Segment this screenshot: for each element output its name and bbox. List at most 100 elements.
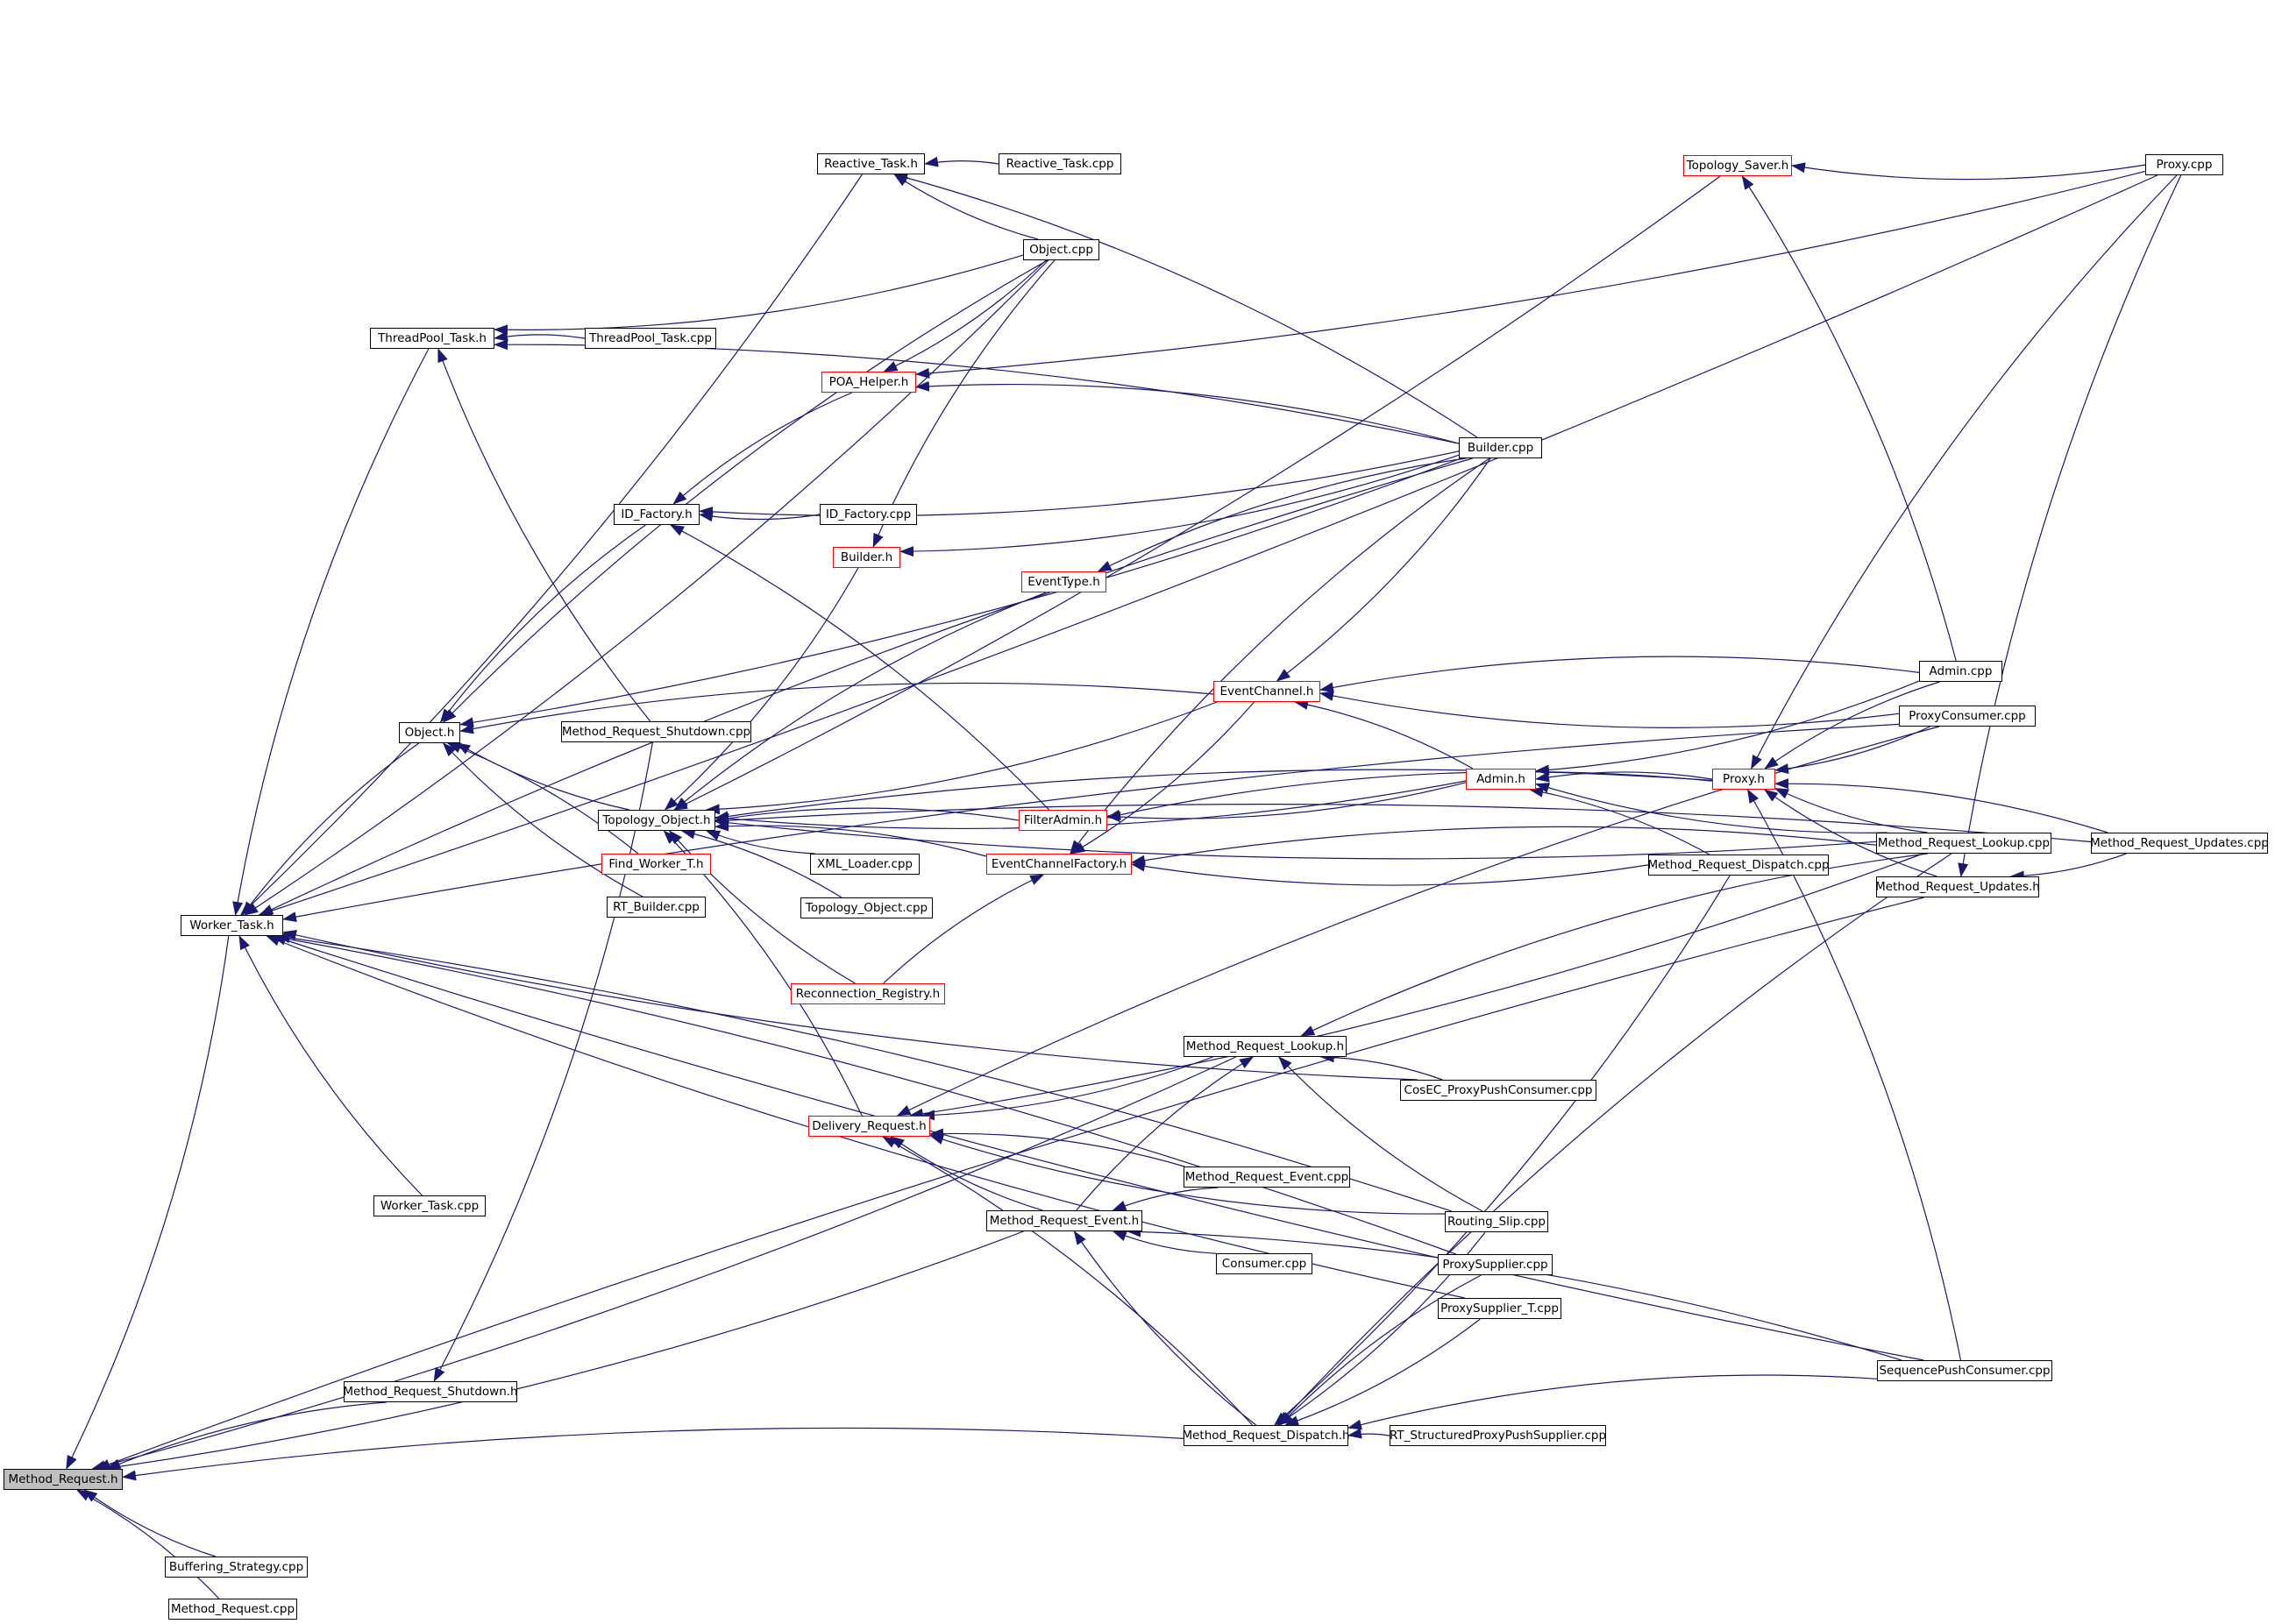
file-node-label: Object.h bbox=[404, 726, 455, 740]
file-node-proxy-cpp[interactable]: Proxy.cpp bbox=[2145, 154, 2223, 175]
include-edge-builder_cpp-to-eventchannelfactory_h bbox=[1070, 457, 1490, 855]
include-edge-method_request_updates_h-to-proxy_h bbox=[1763, 789, 1937, 877]
file-node-topology-object-cpp[interactable]: Topology_Object.cpp bbox=[800, 897, 933, 918]
include-edge-admin_cpp-to-topology_saver_h bbox=[1741, 175, 1957, 662]
file-node-label: ProxySupplier_T.cpp bbox=[1440, 1301, 1559, 1316]
file-node-method-request-dispatch-cpp[interactable]: Method_Request_Dispatch.cpp bbox=[1647, 855, 1830, 876]
file-node-method-request-event-h[interactable]: Method_Request_Event.h bbox=[986, 1210, 1142, 1231]
file-node-builder-h[interactable]: Builder.h bbox=[833, 547, 900, 568]
file-node-method-request-shutdown-h[interactable]: Method_Request_Shutdown.h bbox=[343, 1381, 518, 1402]
include-edge-builder_cpp-to-reactive_task_h bbox=[893, 173, 1478, 438]
include-edge-object_cpp-to-threadpool_task_h bbox=[494, 254, 1024, 336]
file-node-method-request-h[interactable]: Method_Request.h bbox=[4, 1469, 123, 1490]
include-edge-method_request_updates_h-to-method_request_h bbox=[96, 897, 1924, 1470]
file-node-label: Method_Request.cpp bbox=[170, 1602, 295, 1616]
include-edge-method_request_lookup_h-to-method_request_h bbox=[91, 1056, 1236, 1471]
include-edge-builder_cpp-to-eventtype_h bbox=[1097, 457, 1467, 572]
include-edge-method_request_event_cpp-to-method_request_event_h bbox=[1112, 1187, 1219, 1211]
include-edge-proxy_h-to-filteradmin_h bbox=[1106, 770, 1713, 820]
file-node-eventtype-h[interactable]: EventType.h bbox=[1021, 571, 1106, 592]
file-node-builder-cpp[interactable]: Builder.cpp bbox=[1459, 437, 1542, 458]
file-node-label: Method_Request_Lookup.cpp bbox=[1877, 836, 2051, 850]
include-edge-builder_h-to-topology_object_h bbox=[664, 567, 859, 811]
include-edge-topology_saver_h-to-topology_object_h bbox=[672, 175, 1721, 811]
file-node-object-h[interactable]: Object.h bbox=[399, 722, 460, 743]
include-edge-poa_helper_h-to-id_factory_h bbox=[672, 392, 853, 505]
file-node-buffering-strategy-cpp[interactable]: Buffering_Strategy.cpp bbox=[165, 1557, 308, 1578]
include-edge-proxy_cpp-to-poa_helper_h bbox=[915, 170, 2146, 379]
file-node-label: POA_Helper.h bbox=[828, 375, 909, 389]
file-node-cosec-proxypushconsumer-cpp[interactable]: CosEC_ProxyPushConsumer.cpp bbox=[1400, 1080, 1596, 1101]
file-node-label: Builder.cpp bbox=[1467, 441, 1534, 455]
include-edge-proxyconsumer_cpp-to-proxy_h bbox=[1774, 726, 1930, 775]
file-node-reactive-task-h[interactable]: Reactive_Task.h bbox=[817, 153, 925, 174]
file-node-worker-task-cpp[interactable]: Worker_Task.cpp bbox=[373, 1195, 486, 1216]
file-node-method-request-shutdown-cpp[interactable]: Method_Request_Shutdown.cpp bbox=[561, 721, 751, 742]
file-node-method-request-updates-h[interactable]: Method_Request_Updates.h bbox=[1875, 876, 2040, 897]
file-node-admin-h[interactable]: Admin.h bbox=[1466, 769, 1536, 790]
include-edge-sequencepushconsumer_cpp-to-worker_task_h bbox=[272, 934, 1924, 1361]
include-edge-eventchannel_h-to-topology_object_h bbox=[705, 701, 1218, 815]
file-node-label: CosEC_ProxyPushConsumer.cpp bbox=[1404, 1083, 1593, 1097]
file-node-routing-slip-cpp[interactable]: Routing_Slip.cpp bbox=[1445, 1211, 1548, 1232]
include-edge-sequencepushconsumer_cpp-to-method_request_event_h bbox=[1127, 1226, 1902, 1361]
file-node-label: Worker_Task.h bbox=[189, 918, 274, 933]
include-edge-eventchannel_h-to-object_h bbox=[459, 682, 1214, 734]
include-edge-method_request_dispatch_cpp-to-admin_h bbox=[1529, 786, 1710, 855]
file-node-label: Method_Request_Shutdown.h bbox=[343, 1385, 518, 1399]
file-node-eventchannel-h[interactable]: EventChannel.h bbox=[1213, 681, 1320, 702]
file-node-delivery-request-h[interactable]: Delivery_Request.h bbox=[808, 1116, 930, 1137]
file-node-topology-saver-h[interactable]: Topology_Saver.h bbox=[1683, 155, 1792, 176]
include-edge-proxyconsumer_cpp-to-eventchannel_h bbox=[1319, 691, 1900, 728]
file-node-reconnection-registry-h[interactable]: Reconnection_Registry.h bbox=[791, 983, 945, 1004]
file-node-method-request-updates-cpp[interactable]: Method_Request_Updates.cpp bbox=[2090, 833, 2269, 854]
file-node-rt-builder-cpp[interactable]: RT_Builder.cpp bbox=[607, 897, 706, 918]
file-node-label: Proxy.h bbox=[1723, 772, 1765, 786]
include-edge-id_factory_h-to-object_h bbox=[439, 524, 646, 723]
include-edge-proxysupplier_cpp-to-worker_task_h bbox=[270, 933, 1457, 1255]
file-node-proxy-h[interactable]: Proxy.h bbox=[1712, 769, 1775, 790]
file-node-rt-structuredproxypushsupplier-cpp[interactable]: RT_StructuredProxyPushSupplier.cpp bbox=[1390, 1425, 1606, 1446]
file-node-id-factory-cpp[interactable]: ID_Factory.cpp bbox=[820, 504, 917, 525]
file-node-proxysupplier-cpp[interactable]: ProxySupplier.cpp bbox=[1438, 1254, 1553, 1275]
file-node-eventchannelfactory-h[interactable]: EventChannelFactory.h bbox=[986, 854, 1132, 875]
file-node-label: EventChannel.h bbox=[1219, 684, 1314, 699]
file-node-sequencepushconsumer-cpp[interactable]: SequencePushConsumer.cpp bbox=[1877, 1360, 2052, 1381]
file-node-label: Method_Request_Updates.h bbox=[1875, 880, 2040, 894]
file-node-label: Topology_Object.cpp bbox=[805, 901, 928, 915]
file-node-label: Reactive_Task.cpp bbox=[1006, 157, 1114, 171]
include-edge-worker_task_h-to-method_request_h bbox=[66, 935, 230, 1470]
file-node-threadpool-task-cpp[interactable]: ThreadPool_Task.cpp bbox=[585, 328, 716, 349]
file-node-method-request-event-cpp[interactable]: Method_Request_Event.cpp bbox=[1184, 1167, 1350, 1188]
file-node-poa-helper-h[interactable]: POA_Helper.h bbox=[821, 372, 916, 393]
include-edge-proxyconsumer_cpp-to-worker_task_h bbox=[282, 723, 1900, 923]
file-node-proxysupplier-t-cpp[interactable]: ProxySupplier_T.cpp bbox=[1438, 1298, 1561, 1319]
file-node-consumer-cpp[interactable]: Consumer.cpp bbox=[1216, 1253, 1312, 1274]
file-node-method-request-lookup-h[interactable]: Method_Request_Lookup.h bbox=[1184, 1036, 1347, 1057]
file-node-label: ThreadPool_Task.cpp bbox=[589, 331, 712, 345]
file-node-method-request-dispatch-h[interactable]: Method_Request_Dispatch.h bbox=[1182, 1425, 1350, 1446]
file-node-id-factory-h[interactable]: ID_Factory.h bbox=[614, 504, 700, 525]
file-node-xml-loader-cpp[interactable]: XML_Loader.cpp bbox=[810, 854, 920, 875]
include-edge-eventchannel_h-to-eventchannelfactory_h bbox=[1070, 701, 1255, 855]
file-node-object-cpp[interactable]: Object.cpp bbox=[1023, 239, 1099, 260]
file-node-worker-task-h[interactable]: Worker_Task.h bbox=[181, 915, 283, 936]
file-node-find-worker-t-h[interactable]: Find_Worker_T.h bbox=[601, 854, 711, 875]
include-edge-cosec_proxypushconsumer_cpp-to-worker_task_h bbox=[282, 930, 1418, 1081]
include-edge-threadpool_task_cpp-to-threadpool_task_h bbox=[494, 330, 586, 342]
include-edge-method_request_dispatch_h-to-delivery_request_h bbox=[882, 1136, 1254, 1426]
file-node-label: Reconnection_Registry.h bbox=[795, 987, 941, 1001]
include-edge-method_request_dispatch_cpp-to-method_request_dispatch_h bbox=[1274, 875, 1731, 1426]
file-node-threadpool-task-h[interactable]: ThreadPool_Task.h bbox=[370, 328, 494, 349]
file-node-admin-cpp[interactable]: Admin.cpp bbox=[1919, 661, 2002, 682]
include-edge-method_request_dispatch_h-to-method_request_event_h bbox=[1073, 1230, 1257, 1426]
file-node-method-request-lookup-cpp[interactable]: Method_Request_Lookup.cpp bbox=[1876, 833, 2051, 854]
include-edge-method_request_lookup_cpp-to-eventchannelfactory_h bbox=[1131, 826, 1877, 866]
file-node-method-request-cpp[interactable]: Method_Request.cpp bbox=[168, 1599, 297, 1620]
file-node-filteradmin-h[interactable]: FilterAdmin.h bbox=[1019, 810, 1107, 831]
include-edge-method_request_event_cpp-to-delivery_request_h bbox=[929, 1128, 1185, 1167]
file-node-proxyconsumer-cpp[interactable]: ProxyConsumer.cpp bbox=[1899, 706, 2036, 727]
file-node-reactive-task-cpp[interactable]: Reactive_Task.cpp bbox=[999, 153, 1121, 174]
file-node-topology-object-h[interactable]: Topology_Object.h bbox=[598, 810, 715, 831]
